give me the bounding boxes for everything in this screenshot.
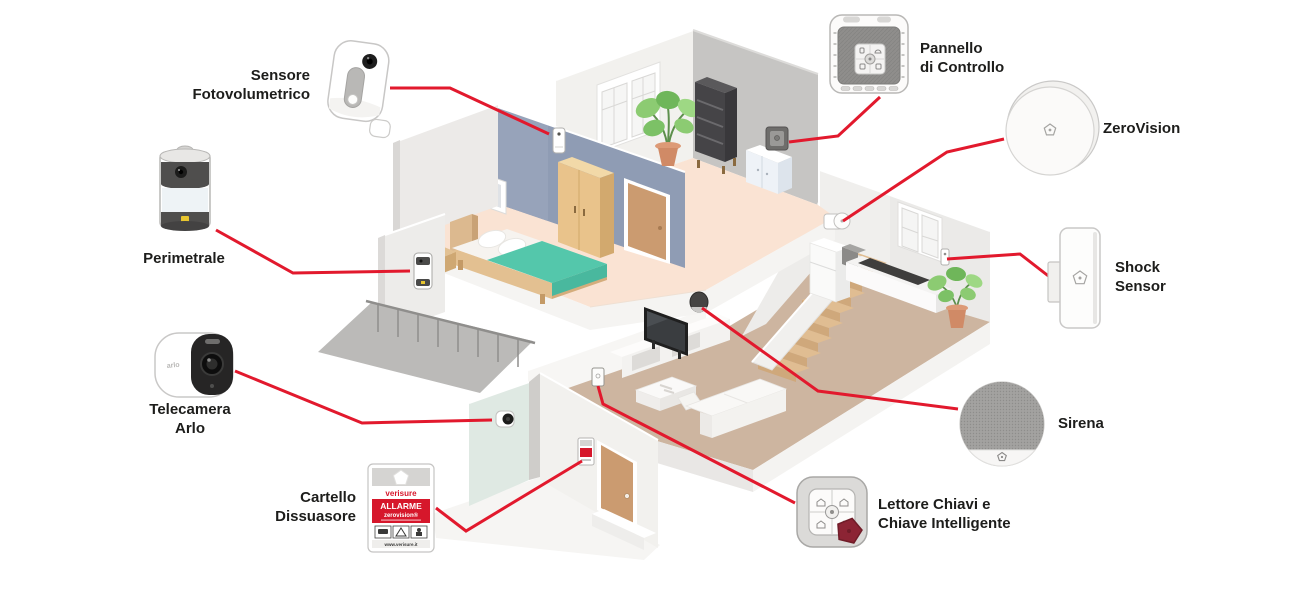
kitchen-furniture [809,212,983,328]
perimetrale-image [159,145,211,231]
connector-fotovolumetrico [390,86,550,136]
telecamera-arlo-image: arlo [154,332,234,398]
connector-lettore [596,385,796,505]
house-illustration [318,29,991,560]
white-cabinet [746,145,792,194]
terrace [318,213,536,393]
pannello-di-controllo-image [829,14,909,94]
sofa [677,378,788,438]
wardrobe [558,157,614,258]
connector-shock [946,252,1052,280]
living-room-furniture [591,291,788,438]
connector-arlo [234,369,493,425]
sign-product: zerovision® [384,512,419,519]
tv [644,307,688,359]
sirena-wall-marker [689,291,709,313]
connector-sirena [701,306,959,411]
sign-url: www.verisure.it [383,542,418,547]
shock-sensor-image [1047,227,1101,329]
sensore-fotovolumetrico-image [327,40,390,123]
sirena-image [959,381,1045,467]
bedroom-outer-wall [393,103,499,244]
fotovolumetrico-wall-marker [552,127,566,154]
lettore-chiavi-image [796,476,868,548]
shock-sensor-window-marker [940,248,950,266]
cartello-dissuasore-image: verisure ALLARME zerovision® www.verisur… [367,463,435,553]
front-door [597,440,637,530]
bedroom-door [624,178,670,264]
connector-lines [215,86,1052,533]
connector-pannello [788,95,882,144]
arlo-camera-wall-marker [495,410,515,428]
connector-cartello [435,459,583,533]
bedroom [471,106,686,268]
kitchen-plant [927,266,983,328]
sign-alarm: ALLARME [380,501,422,511]
control-panel-wall-marker [765,126,789,151]
bed [426,214,607,304]
arlo-logo: arlo [166,362,180,370]
hallway-plant [635,90,701,166]
cartello-wall-marker [577,437,595,466]
shelf-unit [695,77,737,174]
lettore-wall-marker [591,367,605,387]
zerovision-image [1005,80,1100,176]
hallway-furniture [635,77,792,194]
entry-front [432,372,660,560]
fotovolumetrico-bracket [369,118,391,139]
kitchen-window [897,201,943,263]
connector-zerovision [842,137,1005,223]
sign-brand: verisure [385,489,417,498]
perimetrale-wall-marker [413,252,433,290]
zerovision-wall-marker [823,212,851,230]
connector-perimetrale [215,228,411,275]
